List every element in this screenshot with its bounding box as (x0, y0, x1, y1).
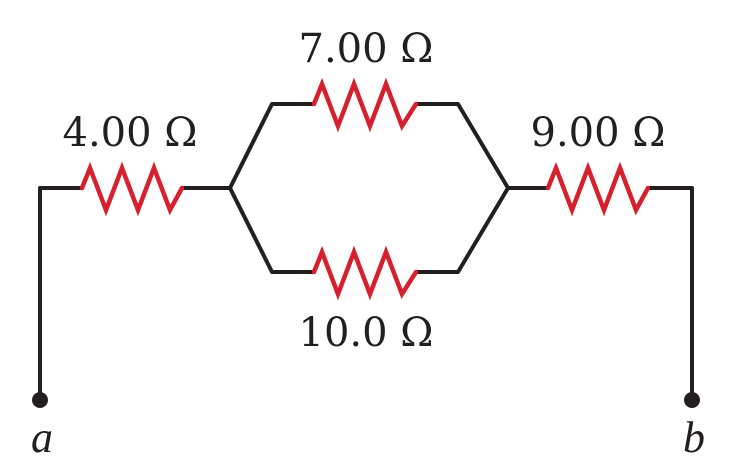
label-r3: 10.0 Ω (299, 310, 434, 356)
resistor-r3 (311, 245, 419, 301)
wire-lower-right (414, 186, 510, 274)
wire-left-terminal (38, 186, 84, 402)
resistor-r2 (311, 77, 419, 133)
wire-upper-right (414, 102, 510, 190)
resistor-r4 (545, 161, 651, 217)
label-terminal-b: b (683, 413, 705, 462)
label-terminal-a: a (31, 413, 53, 462)
label-r4: 9.00 Ω (531, 110, 666, 156)
terminal-a-dot (32, 392, 48, 408)
wire-right-terminal (646, 186, 694, 402)
wire-upper-left (228, 102, 316, 190)
resistor-r1 (79, 161, 185, 217)
terminal-b-dot (684, 392, 700, 408)
label-r2: 7.00 Ω (299, 26, 434, 72)
wire-lower-left (228, 186, 316, 274)
label-r1: 4.00 Ω (63, 110, 198, 156)
